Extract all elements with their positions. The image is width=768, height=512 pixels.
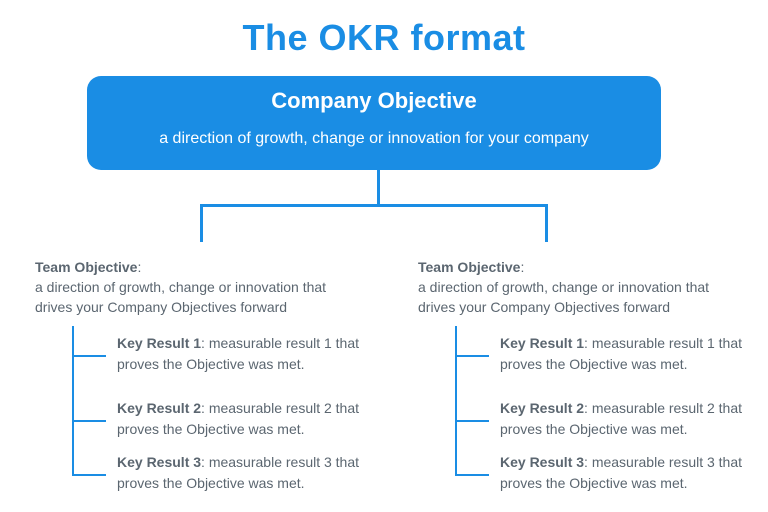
team-objective-colon: :	[137, 259, 142, 275]
key-result-branch-left-2	[72, 420, 106, 422]
key-result-text: : measurable result 3 that	[584, 454, 743, 470]
key-result-line-2: proves the Objective was met.	[500, 356, 688, 372]
team-objective-line-1: a direction of growth, change or innovat…	[418, 279, 710, 295]
key-result-spine-left	[72, 326, 74, 476]
key-result-item: Key Result 1: measurable result 1 that p…	[500, 333, 762, 375]
key-result-text: : measurable result 1 that	[584, 335, 743, 351]
key-result-item: Key Result 3: measurable result 3 that p…	[117, 452, 379, 494]
key-result-line-2: proves the Objective was met.	[117, 421, 305, 437]
key-result-text: : measurable result 2 that	[201, 400, 360, 416]
key-result-label: Key Result 1	[117, 335, 202, 351]
key-result-label: Key Result 2	[117, 400, 202, 416]
company-objective-title: Company Objective	[271, 88, 477, 113]
key-result-line-2: proves the Objective was met.	[117, 356, 305, 372]
key-result-text: : measurable result 2 that	[584, 400, 743, 416]
team-objective-label: Team Objective	[35, 259, 138, 275]
key-result-text: : measurable result 3 that	[201, 454, 360, 470]
team-objective-colon: :	[520, 259, 525, 275]
team-objective-heading: Team Objective:	[418, 257, 748, 277]
team-objective-label: Team Objective	[418, 259, 521, 275]
team-objective-line-2: drives your Company Objectives forward	[418, 299, 671, 315]
key-result-branch-right-3	[455, 474, 489, 476]
key-result-line-1: Key Result 1: measurable result 1 that	[117, 333, 379, 354]
team-objective-left: Team Objective: a direction of growth, c…	[35, 257, 365, 317]
key-result-line-1: Key Result 3: measurable result 3 that	[117, 452, 379, 473]
key-result-line-2: proves the Objective was met.	[500, 421, 688, 437]
key-result-line-1: Key Result 2: measurable result 2 that	[117, 398, 379, 419]
team-objective-right: Team Objective: a direction of growth, c…	[418, 257, 748, 317]
company-objective-box: Company Objective a direction of growth,…	[87, 76, 661, 170]
key-result-label: Key Result 3	[117, 454, 202, 470]
key-result-spine-right	[455, 326, 457, 476]
key-result-item: Key Result 2: measurable result 2 that p…	[117, 398, 379, 440]
company-objective-description: a direction of growth, change or innovat…	[159, 130, 589, 147]
team-objective-heading: Team Objective:	[35, 257, 365, 277]
key-result-branch-left-3	[72, 474, 106, 476]
key-result-text: : measurable result 1 that	[201, 335, 360, 351]
key-result-branch-left-1	[72, 355, 106, 357]
key-result-line-2: proves the Objective was met.	[500, 475, 688, 491]
team-objective-line-2: drives your Company Objectives forward	[35, 299, 288, 315]
key-result-label: Key Result 3	[500, 454, 585, 470]
connector-crossbar	[200, 204, 548, 207]
connector-right-drop	[545, 204, 548, 242]
key-result-line-1: Key Result 3: measurable result 3 that	[500, 452, 762, 473]
key-result-label: Key Result 1	[500, 335, 585, 351]
connector-trunk	[377, 170, 380, 206]
key-result-branch-right-2	[455, 420, 489, 422]
key-result-item: Key Result 1: measurable result 1 that p…	[117, 333, 379, 375]
key-result-item: Key Result 3: measurable result 3 that p…	[500, 452, 762, 494]
team-objective-line-1: a direction of growth, change or innovat…	[35, 279, 327, 295]
key-result-label: Key Result 2	[500, 400, 585, 416]
key-result-line-2: proves the Objective was met.	[117, 475, 305, 491]
diagram-title: The OKR format	[242, 17, 526, 58]
key-result-line-1: Key Result 2: measurable result 2 that	[500, 398, 762, 419]
key-result-item: Key Result 2: measurable result 2 that p…	[500, 398, 762, 440]
key-result-branch-right-1	[455, 355, 489, 357]
connector-left-drop	[200, 204, 203, 242]
key-result-line-1: Key Result 1: measurable result 1 that	[500, 333, 762, 354]
